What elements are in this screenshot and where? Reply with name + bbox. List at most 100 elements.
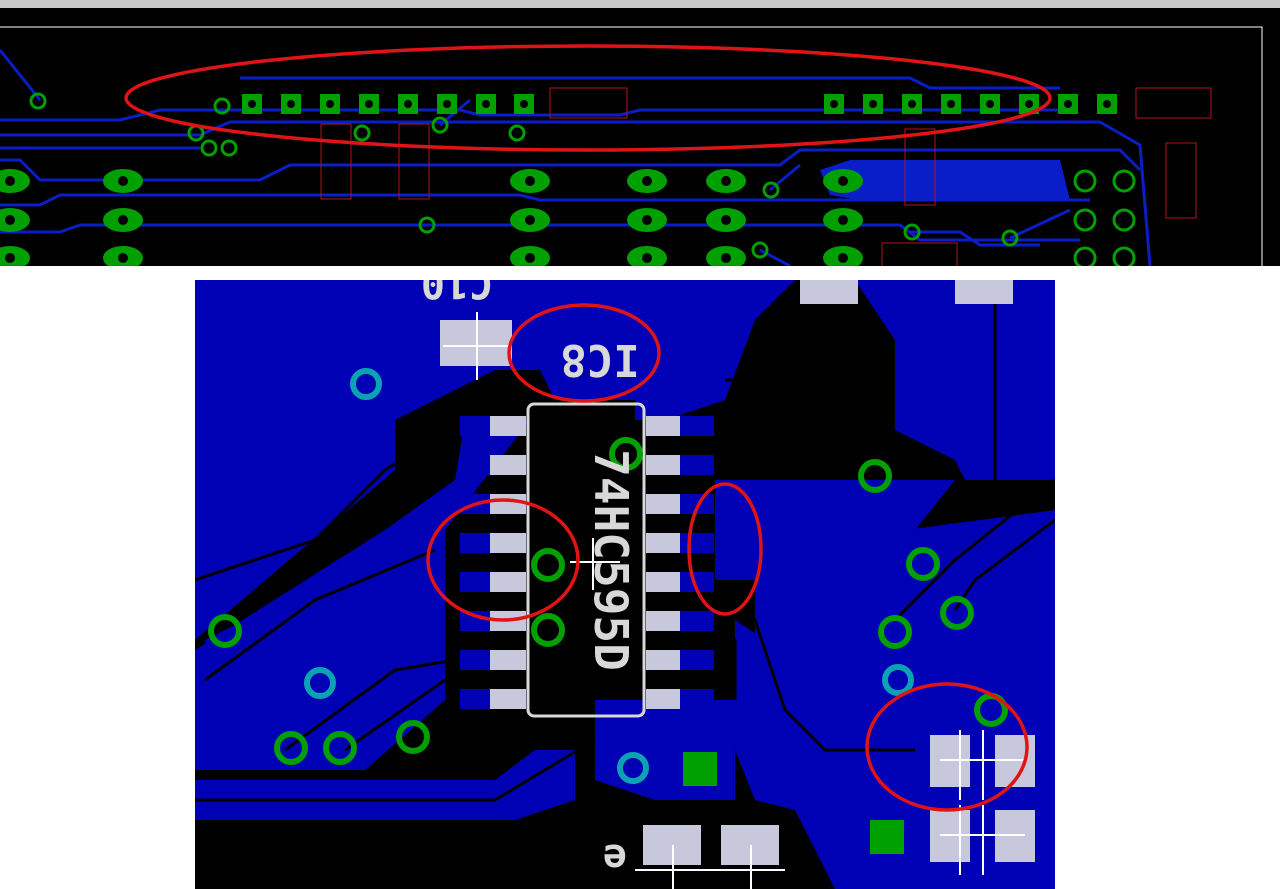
trace bbox=[240, 76, 1060, 90]
copper-pour bbox=[820, 160, 1070, 200]
ic-pad-land bbox=[680, 533, 714, 553]
pad-hole bbox=[869, 100, 877, 108]
header-pad-group bbox=[242, 94, 1117, 114]
component-outline bbox=[904, 128, 936, 206]
oval-pad-group bbox=[0, 169, 863, 266]
pad-hole bbox=[443, 100, 451, 108]
via bbox=[213, 97, 231, 115]
via bbox=[323, 731, 357, 765]
highlight-ellipse-group bbox=[426, 303, 1029, 812]
pad-hole bbox=[525, 176, 535, 186]
via bbox=[431, 116, 449, 134]
pad-hole bbox=[5, 176, 15, 186]
pad-hole bbox=[986, 100, 994, 108]
pcb-bottom-canvas[interactable]: IC8 C10 74HC595D e bbox=[195, 280, 1055, 889]
trace bbox=[0, 223, 1080, 242]
ic-pad-land bbox=[460, 572, 492, 592]
pad-hole bbox=[908, 100, 916, 108]
ic-pad-land bbox=[680, 494, 714, 514]
via bbox=[200, 139, 218, 157]
via bbox=[350, 368, 382, 400]
pcb-view-header-row[interactable] bbox=[0, 0, 1280, 266]
bottom-reference-label: e bbox=[603, 835, 627, 881]
ic-part-number-label: 74HC595D bbox=[584, 449, 638, 671]
trace-group bbox=[195, 280, 1055, 802]
copper-pour bbox=[205, 540, 445, 750]
trace bbox=[344, 678, 495, 752]
via bbox=[208, 614, 242, 648]
ic-pad bbox=[490, 533, 526, 553]
crosshair-marker bbox=[940, 805, 1025, 875]
ic-pad bbox=[490, 572, 526, 592]
component-outline-group bbox=[320, 87, 1212, 266]
ic-pad bbox=[646, 611, 682, 631]
pcb-view-ic-zoom[interactable]: IC8 C10 74HC595D e bbox=[195, 280, 1055, 889]
copper-pour bbox=[495, 280, 795, 420]
via bbox=[617, 752, 649, 784]
trace bbox=[769, 163, 801, 192]
highlight-ellipse bbox=[687, 482, 763, 616]
via bbox=[1112, 246, 1136, 266]
pad-hole bbox=[838, 215, 848, 225]
pad-hole bbox=[248, 100, 256, 108]
ic-pad bbox=[490, 494, 526, 514]
via bbox=[1001, 229, 1019, 247]
ic-pad bbox=[490, 689, 526, 709]
copper-pour-group bbox=[195, 280, 1055, 889]
square-pad-group bbox=[683, 752, 904, 854]
pad-hole bbox=[118, 215, 128, 225]
ic-pad-group bbox=[460, 416, 714, 709]
via bbox=[508, 124, 526, 142]
via bbox=[1073, 246, 1097, 266]
via bbox=[903, 223, 921, 241]
pad-hole bbox=[520, 100, 528, 108]
pad-hole bbox=[721, 215, 731, 225]
ic-pad-land bbox=[680, 455, 714, 475]
via bbox=[220, 139, 238, 157]
pad-hole bbox=[118, 253, 128, 263]
ic-pad bbox=[646, 689, 682, 709]
pad-hole bbox=[642, 215, 652, 225]
pad-hole bbox=[118, 176, 128, 186]
ic-body-outline bbox=[526, 402, 646, 718]
via bbox=[858, 459, 892, 493]
board-outline bbox=[0, 26, 1263, 266]
trace bbox=[725, 458, 876, 477]
copper-pour bbox=[755, 510, 1055, 720]
ic-pad bbox=[646, 494, 682, 514]
via bbox=[1112, 208, 1136, 232]
trace bbox=[725, 280, 837, 422]
via bbox=[418, 216, 436, 234]
component-outline bbox=[549, 87, 628, 119]
trace bbox=[0, 148, 1142, 182]
pad-hole bbox=[1064, 100, 1072, 108]
via bbox=[751, 241, 769, 259]
trace bbox=[0, 120, 1152, 266]
pad-hole bbox=[5, 253, 15, 263]
pad-hole bbox=[404, 100, 412, 108]
pad-hole bbox=[721, 253, 731, 263]
pad-hole bbox=[5, 215, 15, 225]
pad-hole bbox=[287, 100, 295, 108]
pad-hole bbox=[721, 176, 731, 186]
trace bbox=[204, 548, 436, 682]
highlight-ellipse bbox=[865, 682, 1029, 812]
via bbox=[762, 181, 780, 199]
square-pad bbox=[870, 820, 904, 854]
capacitor-reference-label: C10 bbox=[421, 280, 493, 306]
trace bbox=[0, 108, 1060, 122]
ic-pad bbox=[646, 455, 682, 475]
component-outline bbox=[398, 123, 430, 200]
ic-pad bbox=[490, 650, 526, 670]
via bbox=[609, 437, 643, 471]
via bbox=[1112, 169, 1136, 193]
via bbox=[531, 613, 565, 647]
pcb-top-canvas[interactable] bbox=[0, 0, 1280, 266]
ic-pad bbox=[490, 455, 526, 475]
via bbox=[906, 547, 940, 581]
via bbox=[304, 667, 336, 699]
component-outline bbox=[320, 123, 352, 200]
crosshair-marker bbox=[443, 312, 511, 380]
ic-pad-land bbox=[460, 650, 492, 670]
trace bbox=[0, 49, 42, 101]
